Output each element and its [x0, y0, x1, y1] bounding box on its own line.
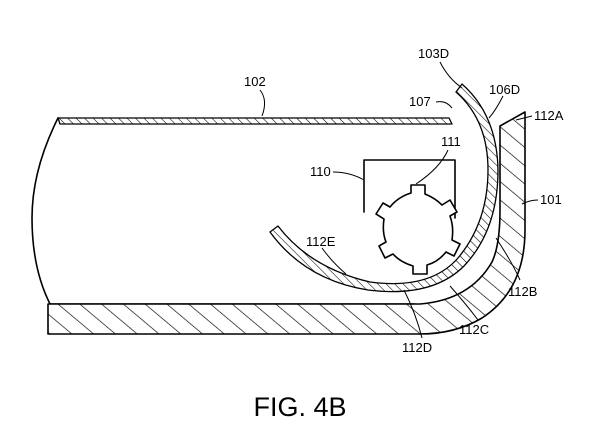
leader-111 [415, 149, 449, 185]
leader-112C [449, 285, 479, 321]
housing-wall-101 [47, 111, 526, 335]
roller-gear-111 [375, 184, 461, 275]
leader-112B [495, 237, 521, 281]
leader-101 [521, 199, 539, 205]
label-112B: 112B [508, 284, 537, 299]
label-112D: 112D [402, 340, 432, 355]
top-panel-102 [57, 117, 453, 125]
label-112E: 112E [306, 234, 336, 249]
label-111: 111 [441, 134, 461, 149]
label-103D: 103D [418, 46, 449, 61]
leader-110 [332, 171, 365, 181]
leader-112D [403, 289, 423, 339]
label-110: 110 [310, 164, 331, 179]
label-107: 107 [409, 94, 431, 109]
figure-caption: FIG. 4B [253, 392, 346, 422]
leader-lines [259, 61, 539, 339]
label-106D: 106D [489, 82, 520, 97]
leader-112E [321, 247, 347, 275]
leader-103D [439, 61, 463, 89]
leader-112A [515, 115, 533, 121]
flexible-band-106D [269, 83, 499, 293]
leader-106D [488, 95, 504, 119]
label-102: 102 [244, 74, 266, 89]
label-112A: 112A [534, 108, 564, 123]
leader-107 [435, 101, 453, 109]
roller-bracket-110 [363, 159, 456, 219]
leader-102 [259, 89, 266, 117]
label-101: 101 [540, 192, 562, 207]
label-112C: 112C [459, 322, 489, 337]
